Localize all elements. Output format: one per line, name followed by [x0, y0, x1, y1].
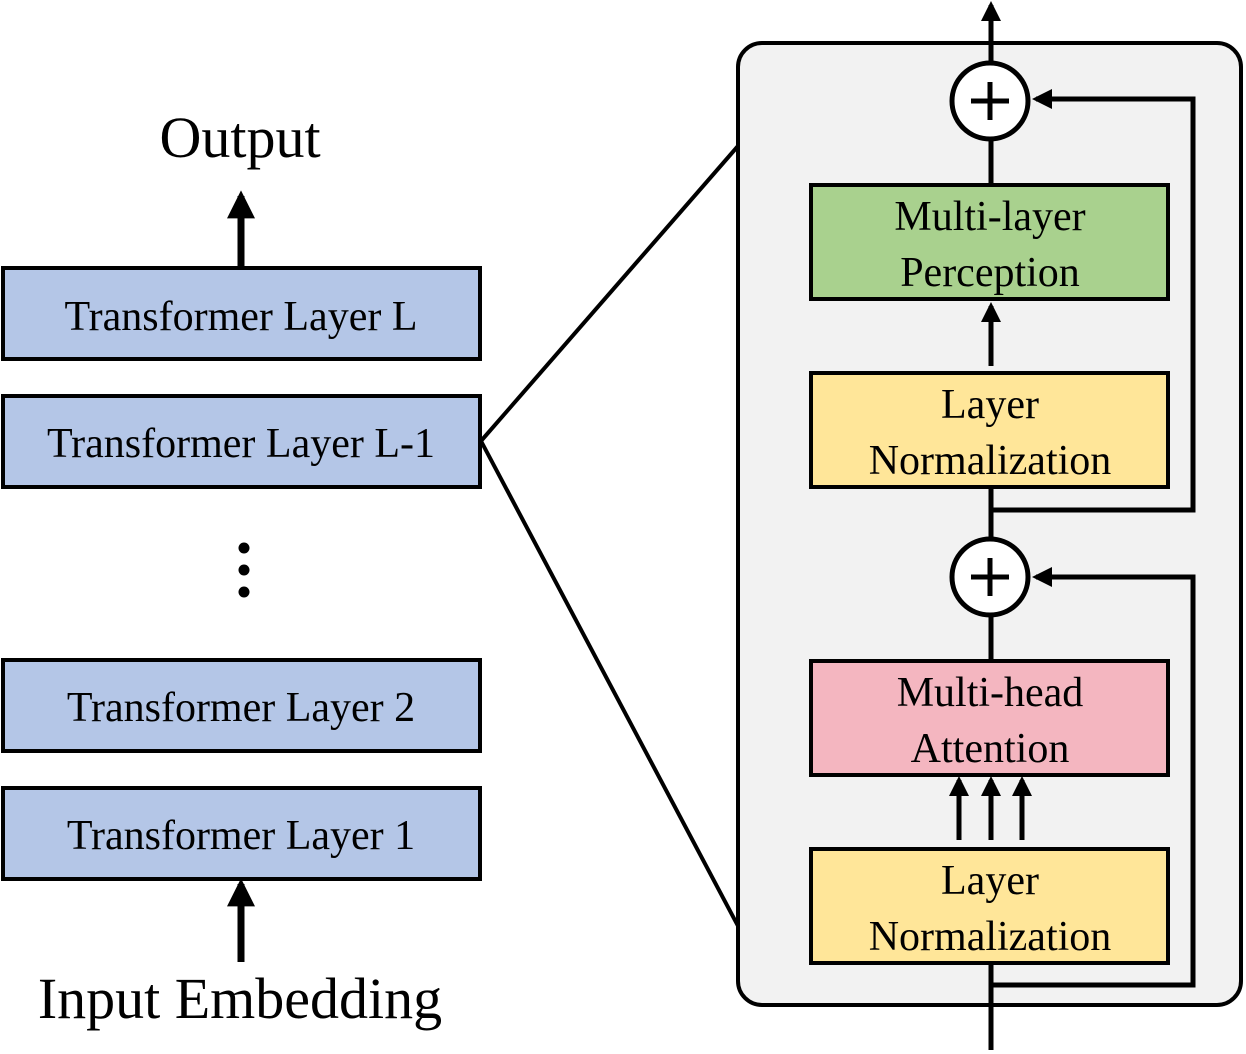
zoom-line-top — [479, 144, 740, 443]
layer-norm-bottom-line2: Normalization — [869, 914, 1112, 960]
layer-label-L-1: Transformer Layer L-1 — [47, 421, 435, 467]
layer-box-2 — [1, 658, 482, 753]
attention-box — [809, 659, 1170, 777]
layer-box-L-1 — [1, 394, 482, 489]
mlp-label-line1: Multi-layer — [894, 194, 1085, 240]
ellipsis-dot — [238, 586, 250, 598]
layer-label-1: Transformer Layer 1 — [67, 813, 415, 859]
layer-norm-bottom-box — [809, 847, 1170, 965]
transformer-layer-1: Transformer Layer 1 — [1, 786, 482, 881]
mlp-block: Multi-layer Perception — [809, 183, 1170, 301]
layer-label-L: Transformer Layer L — [64, 294, 417, 340]
layer-norm-top-block: Layer Normalization — [809, 371, 1170, 489]
residual-connection-lower — [991, 567, 1196, 988]
mlp-box — [809, 183, 1170, 301]
attention-block: Multi-head Attention — [809, 659, 1170, 777]
attention-line2: Attention — [911, 726, 1070, 772]
transformer-layer-L-1: Transformer Layer L-1 — [1, 394, 482, 489]
ellipsis-dot — [238, 564, 250, 576]
attention-line1: Multi-head — [897, 670, 1084, 716]
mlp-label-line2: Perception — [900, 250, 1080, 296]
ellipsis-dots — [238, 542, 250, 598]
residual-connection-upper — [991, 89, 1196, 513]
layer-norm-top-line1: Layer — [941, 382, 1039, 428]
ellipsis-dot — [238, 542, 250, 554]
input-label: Input Embedding — [38, 966, 442, 1031]
transformer-layer-2: Transformer Layer 2 — [1, 658, 482, 753]
layer-norm-top-box — [809, 371, 1170, 489]
layer-box-L — [1, 266, 482, 361]
output-label: Output — [159, 105, 320, 170]
layer-norm-top-line2: Normalization — [869, 438, 1112, 484]
layer-norm-bottom-block: Layer Normalization — [809, 847, 1170, 965]
layer-norm-bottom-line1: Layer — [941, 858, 1039, 904]
residual-add-upper — [949, 60, 1031, 142]
transformer-layer-L: Transformer Layer L — [1, 266, 482, 361]
residual-add-lower — [949, 536, 1031, 618]
layer-label-2: Transformer Layer 2 — [67, 685, 415, 731]
zoom-line-bottom — [479, 440, 740, 927]
